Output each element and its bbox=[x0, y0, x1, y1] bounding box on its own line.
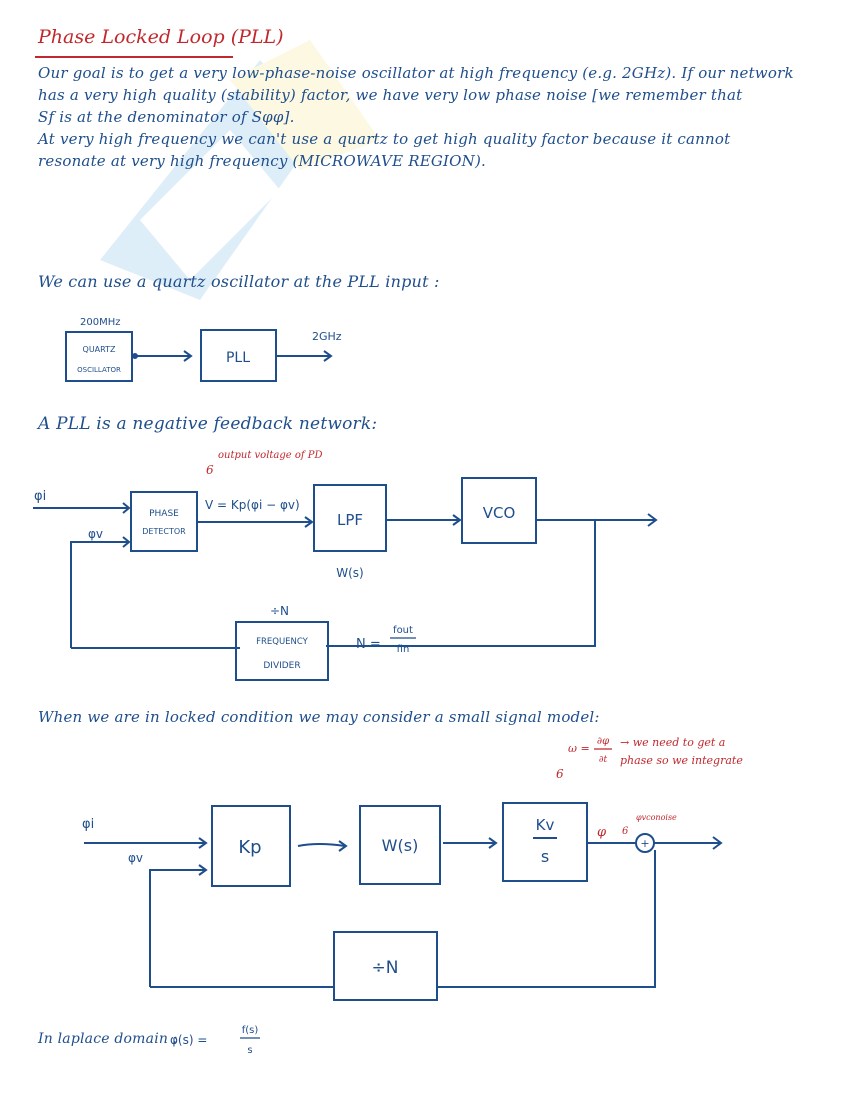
kp-box bbox=[211, 805, 291, 887]
kv-numerator: Kv bbox=[536, 816, 555, 834]
arrow-head-icon bbox=[198, 864, 208, 876]
laplace-lhs: φ(s) = bbox=[170, 1033, 207, 1047]
annotation-text: → we need to get a bbox=[620, 736, 725, 749]
phi-v-label: φv bbox=[128, 851, 143, 865]
annotation-pointer-icon: 6 bbox=[622, 826, 629, 837]
feedback-line bbox=[437, 850, 656, 988]
quartz-intro-text: We can use a quartz oscillator at the PL… bbox=[38, 272, 440, 291]
quartz-box-label: OSCILLATOR bbox=[77, 366, 121, 374]
intro-line: has a very high quality (stability) fact… bbox=[38, 86, 743, 104]
intro-line: resonate at very high frequency (MICROWA… bbox=[38, 152, 486, 170]
phi-i-label: φi bbox=[34, 489, 46, 504]
phase-detector-label: PHASE bbox=[149, 509, 179, 519]
pll-feedback-diagram: output voltage of PD 6 φi φv PHASE DETEC… bbox=[33, 450, 658, 681]
kp-label: Kp bbox=[238, 837, 261, 858]
annotation-text: phase so we integrate bbox=[620, 754, 743, 767]
phi-out-label: φ bbox=[597, 825, 607, 840]
arrow-head-icon bbox=[198, 837, 208, 849]
divider-box bbox=[333, 931, 438, 1001]
kv-denominator: s bbox=[541, 847, 549, 866]
omega-eq-numerator: ∂φ bbox=[597, 736, 609, 747]
arrow-head-icon bbox=[122, 536, 131, 548]
divider-symbol: ÷N bbox=[270, 604, 289, 618]
divider-label: ÷N bbox=[372, 958, 399, 978]
arrow-head-icon bbox=[304, 516, 314, 528]
small-signal-intro-text: When we are in locked condition we may c… bbox=[38, 708, 600, 726]
lpf-box bbox=[313, 484, 387, 552]
pd-equation: V = Kp(φi − φv) bbox=[205, 498, 300, 512]
arrow-head-icon bbox=[338, 840, 348, 852]
small-signal-diagram: ω = ∂φ ∂t → we need to get a phase so we… bbox=[82, 736, 743, 1001]
sum-sign: + bbox=[640, 837, 649, 850]
kv-over-s-box bbox=[502, 802, 588, 882]
annotation-pointer-icon: 6 bbox=[206, 463, 214, 477]
vco-label: VCO bbox=[483, 504, 516, 522]
n-equation-numerator: fout bbox=[393, 625, 413, 636]
omega-eq-lhs: ω = bbox=[568, 742, 590, 755]
intro-line: At very high frequency we can't use a qu… bbox=[38, 130, 731, 148]
feedback-line bbox=[70, 541, 128, 648]
frequency-divider-box bbox=[235, 621, 329, 681]
phase-detector-label: DETECTOR bbox=[142, 527, 186, 536]
laplace-numerator: f(s) bbox=[242, 1025, 259, 1036]
laplace-formula: φ(s) = f(s) s bbox=[170, 1025, 260, 1056]
arrow-head-icon bbox=[183, 350, 193, 362]
vco-box bbox=[461, 477, 537, 544]
lpf-transfer-function: W(s) bbox=[336, 566, 363, 580]
quartz-freq-label: 200MHz bbox=[80, 317, 120, 328]
arrow-head-icon bbox=[323, 350, 333, 362]
arrow-head-icon bbox=[488, 837, 498, 849]
pll-box-label: PLL bbox=[226, 350, 250, 366]
output-freq-label: 2GHz bbox=[312, 330, 342, 343]
laplace-denominator: s bbox=[247, 1045, 252, 1056]
arrow-head-icon bbox=[452, 514, 462, 526]
quartz-box-label: QUARTZ bbox=[83, 345, 116, 354]
feedback-line bbox=[149, 869, 205, 987]
intro-line: Sf is at the denominator of Sφφ]. bbox=[38, 108, 295, 126]
ws-box bbox=[359, 805, 441, 885]
quartz-pll-diagram: 200MHz QUARTZ OSCILLATOR PLL 2GHz bbox=[65, 317, 342, 382]
arrow-head-icon bbox=[647, 513, 658, 527]
phi-i-label: φi bbox=[82, 817, 94, 832]
annotation-pointer-icon: 6 bbox=[556, 767, 564, 781]
divider-box-label: DIVIDER bbox=[263, 661, 300, 671]
page-title: Phase Locked Loop (PLL) bbox=[38, 26, 284, 48]
title-underline bbox=[35, 56, 233, 58]
divider-box-label: FREQUENCY bbox=[256, 637, 309, 647]
phi-vco-noise-label: φvconoise bbox=[636, 813, 677, 822]
feedback-intro-text: A PLL is a negative feedback network: bbox=[38, 414, 378, 434]
phase-detector-box bbox=[130, 491, 198, 552]
phi-v-label: φv bbox=[88, 527, 103, 541]
feedback-line bbox=[326, 520, 596, 647]
pd-output-annotation: output voltage of PD bbox=[218, 450, 323, 461]
arrow-head-icon bbox=[712, 836, 723, 850]
lpf-label: LPF bbox=[337, 511, 363, 529]
arrow-head-icon bbox=[122, 502, 131, 514]
n-equation-denominator: fin bbox=[397, 644, 410, 655]
omega-eq-denominator: ∂t bbox=[599, 755, 608, 765]
n-equation-lhs: N = bbox=[356, 637, 381, 652]
laplace-text: In laplace domain : bbox=[38, 1031, 178, 1047]
intro-line: Our goal is to get a very low-phase-nois… bbox=[38, 64, 794, 82]
ws-label: W(s) bbox=[382, 836, 419, 855]
arrow-line bbox=[297, 843, 346, 847]
quartz-oscillator-box bbox=[65, 331, 133, 382]
